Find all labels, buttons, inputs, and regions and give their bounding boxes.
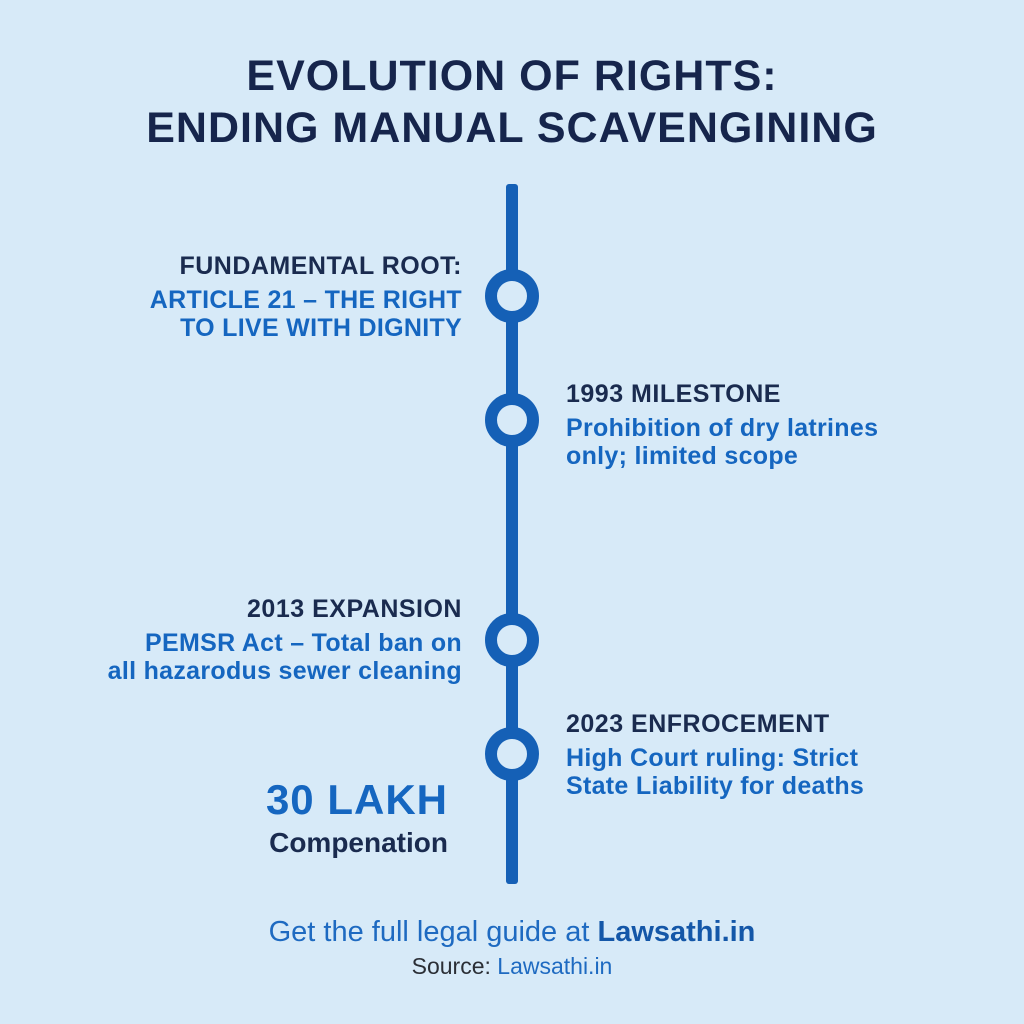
event-description: Prohibition of dry latrines only; limite… [566, 414, 879, 471]
footer-source-brand: Lawsathi.in [497, 953, 613, 979]
event-description: High Court ruling: Strict State Liabilit… [566, 744, 865, 801]
timeline-node-circle-1 [485, 269, 539, 323]
timeline-event-fundamental-root: FUNDAMENTAL ROOT: ARTICLE 21 – THE RIGHT… [32, 252, 462, 343]
compensation-label: Compenation [269, 827, 448, 858]
footer-cta-brand: Lawsathi.in [597, 916, 756, 948]
timeline-node-circle-2 [485, 393, 539, 447]
timeline-event-1993-milestone: 1993 MILESTONE Prohibition of dry latrin… [566, 380, 996, 471]
event-heading: FUNDAMENTAL ROOT: [179, 252, 462, 280]
timeline-node-circle-3 [485, 613, 539, 667]
compensation-amount: 30 LAKH [265, 776, 448, 823]
footer-source: Source: Lawsathi.in [0, 953, 1024, 980]
timeline-spine [506, 184, 518, 884]
event-heading: 1993 MILESTONE [566, 380, 781, 408]
footer-cta: Get the full legal guide at Lawsathi.in [0, 916, 1024, 949]
page-title: EVOLUTION OF RIGHTS: ENDING MANUAL SCAVE… [0, 50, 1024, 155]
event-description: PEMSR Act – Total ban on all hazarodus s… [107, 629, 462, 686]
timeline-event-2013-expansion: 2013 EXPANSION PEMSR Act – Total ban on … [32, 595, 462, 686]
event-heading: 2023 ENFROCEMENT [566, 710, 830, 738]
compensation-highlight: 30 LAKH Compenation [48, 776, 448, 859]
timeline-node-circle-4 [485, 727, 539, 781]
event-heading: 2013 EXPANSION [247, 595, 462, 623]
event-description: ARTICLE 21 – THE RIGHT TO LIVE WITH DIGN… [149, 286, 462, 343]
footer-cta-text: Get the full legal guide at [268, 916, 598, 948]
footer-source-label: Source: [411, 953, 498, 979]
page-title-line2: ENDING MANUAL SCAVENGINING [146, 104, 878, 153]
timeline-event-2023-enforcement: 2023 ENFROCEMENT High Court ruling: Stri… [566, 710, 996, 801]
page-title-line1: EVOLUTION OF RIGHTS: [246, 52, 778, 100]
